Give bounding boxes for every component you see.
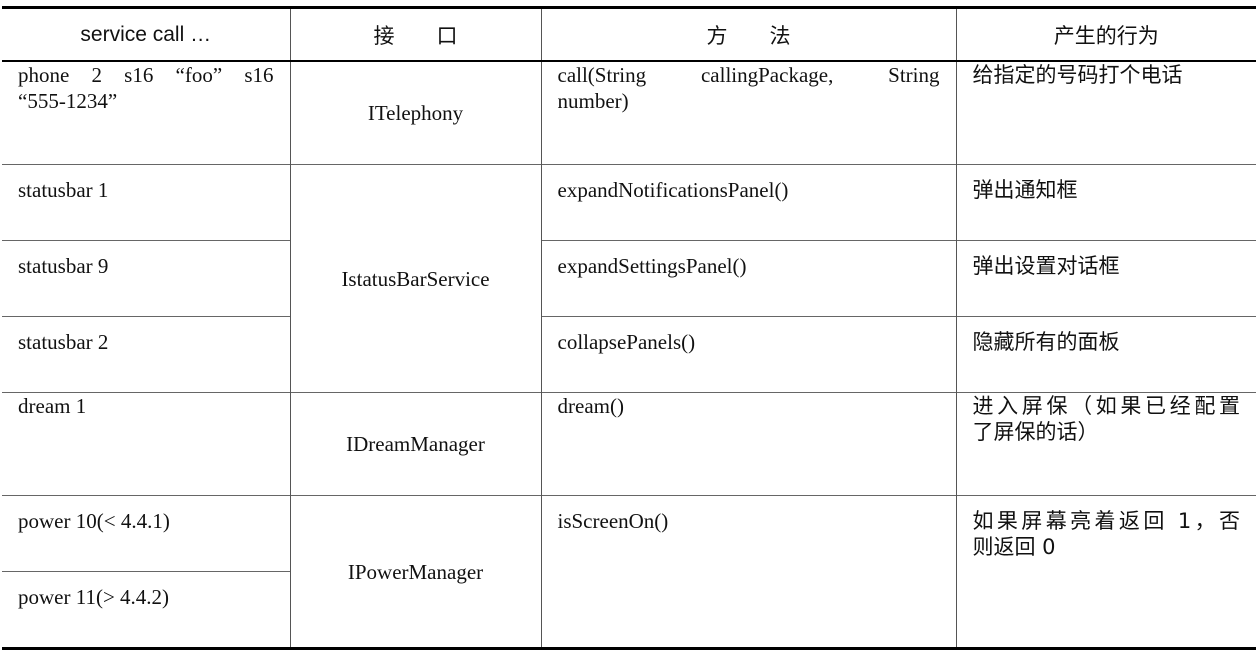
- service-call-table: service call … 接 口 方 法 产生的行为 phone 2 s16…: [2, 6, 1256, 650]
- method-cell: call(String callingPackage, String numbe…: [540, 60, 956, 165]
- method-cell: expandNotificationsPanel(): [540, 164, 956, 241]
- interface-cell: IDreamManager: [289, 392, 541, 496]
- header-method: 方 法: [540, 6, 956, 62]
- service-call-cell: power 10(< 4.4.1): [2, 495, 290, 572]
- service-call-cell: statusbar 9: [2, 240, 290, 317]
- header-behavior: 产生的行为: [955, 6, 1256, 62]
- behavior-cell: 给指定的号码打个电话: [955, 60, 1256, 165]
- service-call-cell: statusbar 1: [2, 164, 290, 241]
- header-service-call: service call …: [2, 6, 290, 62]
- method-cell: expandSettingsPanel(): [540, 240, 956, 317]
- table-row: statusbar 2 collapsePanels() 隐藏所有的面板: [2, 316, 1256, 393]
- interface-cell: ITelephony: [289, 60, 541, 165]
- behavior-cell: 隐藏所有的面板: [955, 316, 1256, 393]
- method-text: call(String callingPackage, String: [557, 63, 940, 87]
- behavior-cell: 进入屏保（如果已经配置 了屏保的话）: [955, 392, 1256, 496]
- table-row: power 10(< 4.4.1) IPowerManager isScreen…: [2, 495, 1256, 650]
- table-row: phone 2 s16 “foo” s16 “555-1234” ITeleph…: [2, 60, 1256, 165]
- table-row: statusbar 9 expandSettingsPanel() 弹出设置对话…: [2, 240, 1256, 317]
- service-call-cell: power 11(> 4.4.2): [2, 571, 290, 650]
- header-row: service call … 接 口 方 法 产生的行为: [2, 6, 1256, 62]
- service-call-cell: statusbar 2: [2, 316, 290, 393]
- behavior-cell: 弹出通知框: [955, 164, 1256, 241]
- behavior-text: 进入屏保（如果已经配置: [972, 394, 1241, 418]
- method-cell: collapsePanels(): [540, 316, 956, 393]
- behavior-cell: 如果屏幕亮着返回 1，否 则返回 0: [955, 495, 1256, 650]
- behavior-text: 了屏保的话）: [972, 420, 1099, 444]
- table-row: statusbar 1 IstatusBarService expandNoti…: [2, 164, 1256, 393]
- header-interface: 接 口: [289, 6, 541, 62]
- behavior-cell: 弹出设置对话框: [955, 240, 1256, 317]
- service-call-cell: phone 2 s16 “foo” s16 “555-1234”: [2, 60, 290, 165]
- service-call-text: phone 2 s16 “foo” s16: [18, 63, 274, 87]
- method-cell: isScreenOn(): [540, 495, 956, 650]
- interface-cell: IstatusBarService: [289, 164, 541, 393]
- table-row: dream 1 IDreamManager dream() 进入屏保（如果已经配…: [2, 392, 1256, 496]
- service-call-text: “555-1234”: [18, 89, 118, 113]
- service-call-cell: dream 1: [2, 392, 290, 496]
- interface-cell: IPowerManager: [289, 495, 541, 650]
- method-cell: dream(): [540, 392, 956, 496]
- method-text: number): [557, 89, 629, 113]
